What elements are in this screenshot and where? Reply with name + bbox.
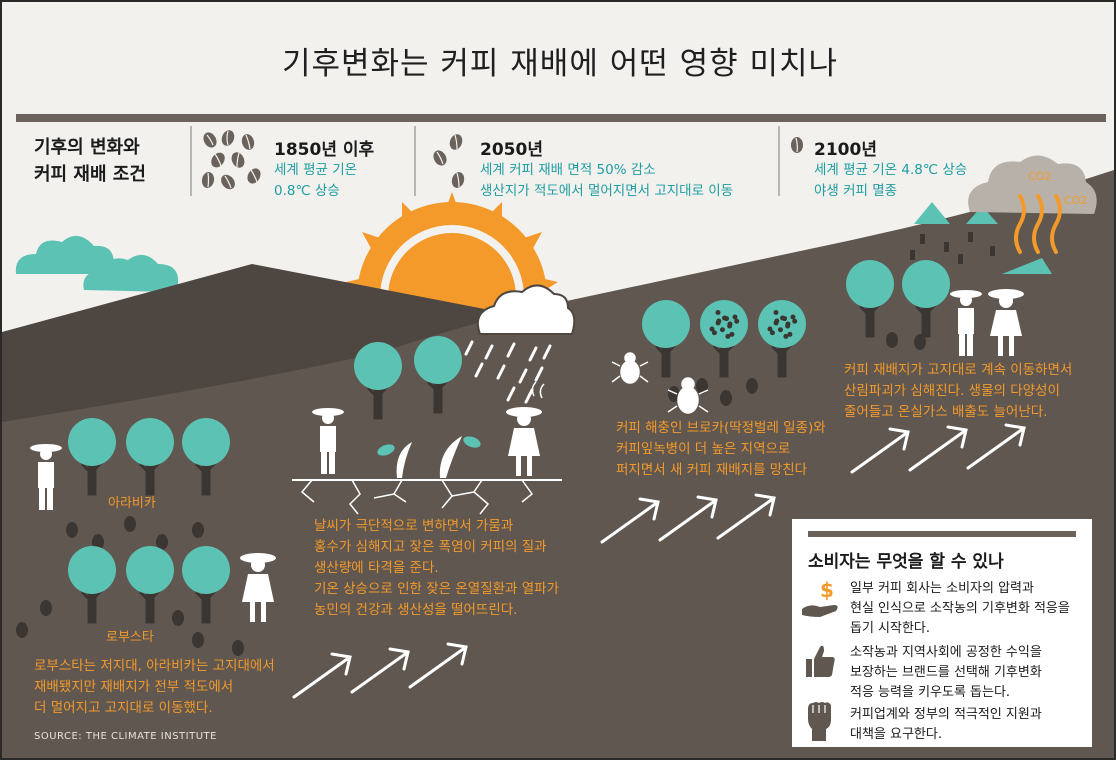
coffee-tree-icon bbox=[902, 260, 950, 338]
coffee-beans-few-icon bbox=[433, 134, 465, 188]
source-credit: SOURCE: THE CLIMATE INSTITUTE bbox=[34, 731, 217, 742]
rain-cloud-icon bbox=[464, 284, 576, 404]
tip-line: 일부 커피 회사는 소비자의 압력과 bbox=[850, 581, 1034, 596]
consumer-title: 소비자는 무엇을 할 수 있나 bbox=[808, 552, 1004, 572]
paragraph-line: 더 멀어지고 고지대로 이동했다. bbox=[34, 700, 213, 716]
header-divider bbox=[778, 126, 780, 196]
co2-label: CO2 bbox=[1028, 170, 1052, 183]
conditions-title-line: 기후의 변화와 bbox=[34, 137, 140, 158]
raised-fist-icon bbox=[808, 702, 831, 741]
hand-dollar-icon: $ bbox=[802, 579, 838, 617]
farmer-woman-icon bbox=[240, 553, 276, 622]
paragraph-line: 커피잎녹병이 더 높은 지역으로 bbox=[616, 441, 791, 457]
coffee-tree-icon bbox=[354, 342, 402, 420]
coffee-tree-icon bbox=[758, 300, 806, 378]
paragraph-line: 생산량에 타격을 준다. bbox=[314, 560, 439, 576]
weather-paragraph: 날씨가 극단적으로 변하면서 가뭄과 홍수가 심해지고 잦은 폭염이 커피의 질… bbox=[314, 516, 594, 621]
tip-line: 커피업계와 정부의 적극적인 지원과 bbox=[850, 707, 1042, 722]
header-divider bbox=[190, 126, 192, 196]
thumbs-up-icon bbox=[806, 645, 835, 677]
consumer-tip-3: 커피업계와 정부의 적극적인 지원과 대책을 요구한다. bbox=[850, 705, 1090, 745]
paragraph-line: 커피 해충인 브로카(딱정벌레 일종)와 bbox=[616, 420, 826, 436]
co2-label: CO2 bbox=[1064, 194, 1088, 207]
beetle-icon bbox=[611, 352, 709, 414]
paragraph-line: 커피 재배지가 고지대로 계속 이동하면서 bbox=[844, 362, 1073, 378]
conditions-title-line: 커피 재배 조건 bbox=[34, 164, 146, 185]
era-year-2050: 2050년 bbox=[480, 140, 543, 160]
coffee-tree-icon bbox=[414, 336, 462, 414]
consumer-divider bbox=[808, 531, 1076, 537]
arabica-label: 아라비카 bbox=[108, 496, 156, 511]
co2-cloud-icon bbox=[968, 155, 1097, 254]
scattered-beans bbox=[16, 332, 926, 656]
era-desc-line: 0.8℃ 상승 bbox=[274, 183, 340, 199]
title-divider bbox=[16, 114, 1106, 122]
coffee-tree-icon bbox=[68, 546, 116, 624]
era-desc-line: 세계 평균 기온 4.8℃ 상승 bbox=[814, 162, 968, 178]
coffee-bean-single-icon bbox=[791, 137, 803, 153]
era-desc-2050: 세계 커피 재배 면적 50% 감소 생산지가 적도에서 멀어지면서 고지대로 … bbox=[480, 160, 733, 202]
coffee-tree-icon bbox=[182, 418, 230, 496]
cloud-icon bbox=[15, 235, 180, 292]
robusta-label: 로부스타 bbox=[106, 630, 154, 645]
coffee-tree-icon bbox=[846, 260, 894, 338]
era-desc-line: 세계 커피 재배 면적 50% 감소 bbox=[480, 162, 656, 178]
consumer-panel: 소비자는 무엇을 할 수 있나 $ 일부 커피 회사는 소비자의 압력과 현실 … bbox=[792, 519, 1092, 747]
era-desc-line: 야생 커피 멸종 bbox=[814, 183, 898, 199]
tree-stumps bbox=[910, 232, 995, 264]
page-title: 기후변화는 커피 재배에 어떤 영향 미치나 bbox=[281, 46, 839, 82]
pests-paragraph: 커피 해충인 브로카(딱정벌레 일종)와 커피잎녹병이 더 높은 지역으로 퍼지… bbox=[616, 418, 856, 481]
era-year-1850: 1850년 이후 bbox=[274, 140, 375, 160]
consumer-tip-2: 소작농과 지역사회에 공정한 수익을 보장하는 브랜드를 선택해 기후변화 적응… bbox=[850, 643, 1090, 703]
paragraph-line: 로부스타는 저지대, 아라비카는 고지대에서 bbox=[34, 658, 275, 674]
tip-line: 대책을 요구한다. bbox=[850, 727, 942, 742]
era-desc-1850: 세계 평균 기온 0.8℃ 상승 bbox=[274, 160, 357, 202]
tip-line: 현실 인식으로 소작농의 기후변화 적응을 bbox=[850, 601, 1070, 616]
svg-text:$: $ bbox=[820, 579, 834, 602]
farmer-icon bbox=[30, 444, 62, 510]
tip-line: 보장하는 브랜드를 선택해 기후변화 bbox=[850, 665, 1042, 680]
coffee-tree-icon bbox=[68, 418, 116, 496]
paragraph-line: 재배됐지만 재배지가 전부 적도에서 bbox=[34, 679, 234, 695]
farmer-drought-icon bbox=[312, 408, 344, 474]
coffee-tree-icon bbox=[126, 418, 174, 496]
era-desc-2100: 세계 평균 기온 4.8℃ 상승 야생 커피 멸종 bbox=[814, 160, 967, 202]
paragraph-line: 산림파괴가 심해진다. 생물의 다양성이 bbox=[844, 383, 1060, 399]
paragraph-line: 줄어들고 온실가스 배출도 늘어난다. bbox=[844, 404, 1048, 420]
era-desc-line: 세계 평균 기온 bbox=[274, 162, 358, 178]
arrows-lowland bbox=[292, 642, 468, 699]
lowland-paragraph: 로부스타는 저지대, 아라비카는 고지대에서 재배됐지만 재배지가 전부 적도에… bbox=[34, 656, 294, 719]
paragraph-line: 날씨가 극단적으로 변하면서 가뭄과 bbox=[314, 518, 514, 534]
arrows-mid bbox=[600, 493, 776, 544]
forest-icon bbox=[914, 202, 1052, 274]
era-year-2100: 2100년 bbox=[814, 140, 877, 160]
farmer-heat-icon bbox=[506, 381, 545, 476]
conditions-title: 기후의 변화와 커피 재배 조건 bbox=[34, 134, 184, 188]
tip-line: 적응 능력을 키우도록 돕는다. bbox=[850, 685, 1011, 700]
farmer-highland-icon bbox=[950, 289, 1024, 356]
tip-line: 돕기 시작한다. bbox=[850, 621, 931, 636]
header-divider bbox=[414, 126, 416, 196]
coffee-tree-icon bbox=[182, 546, 230, 624]
consumer-tip-1: 일부 커피 회사는 소비자의 압력과 현실 인식으로 소작농의 기후변화 적응을… bbox=[850, 579, 1090, 639]
paragraph-line: 퍼지면서 새 커피 재배지를 망친다 bbox=[616, 462, 808, 478]
paragraph-line: 홍수가 심해지고 잦은 폭염이 커피의 질과 bbox=[314, 539, 547, 555]
coffee-tree-icon bbox=[126, 546, 174, 624]
paragraph-line: 농민의 건강과 생산성을 떨어뜨린다. bbox=[314, 602, 518, 618]
highland-paragraph: 커피 재배지가 고지대로 계속 이동하면서 산림파괴가 심해진다. 생물의 다양… bbox=[844, 360, 1104, 423]
coffee-beans-many-icon bbox=[201, 130, 261, 190]
coffee-tree-icon bbox=[700, 300, 748, 378]
cracked-ground-icon bbox=[292, 436, 562, 515]
era-desc-line: 생산지가 적도에서 멀어지면서 고지대로 이동 bbox=[480, 183, 734, 199]
tip-line: 소작농과 지역사회에 공정한 수익을 bbox=[850, 645, 1042, 660]
paragraph-line: 기온 상승으로 인한 잦은 온열질환과 열파가 bbox=[314, 581, 560, 597]
arrows-highland bbox=[850, 423, 1026, 474]
coffee-tree-icon bbox=[642, 300, 690, 378]
